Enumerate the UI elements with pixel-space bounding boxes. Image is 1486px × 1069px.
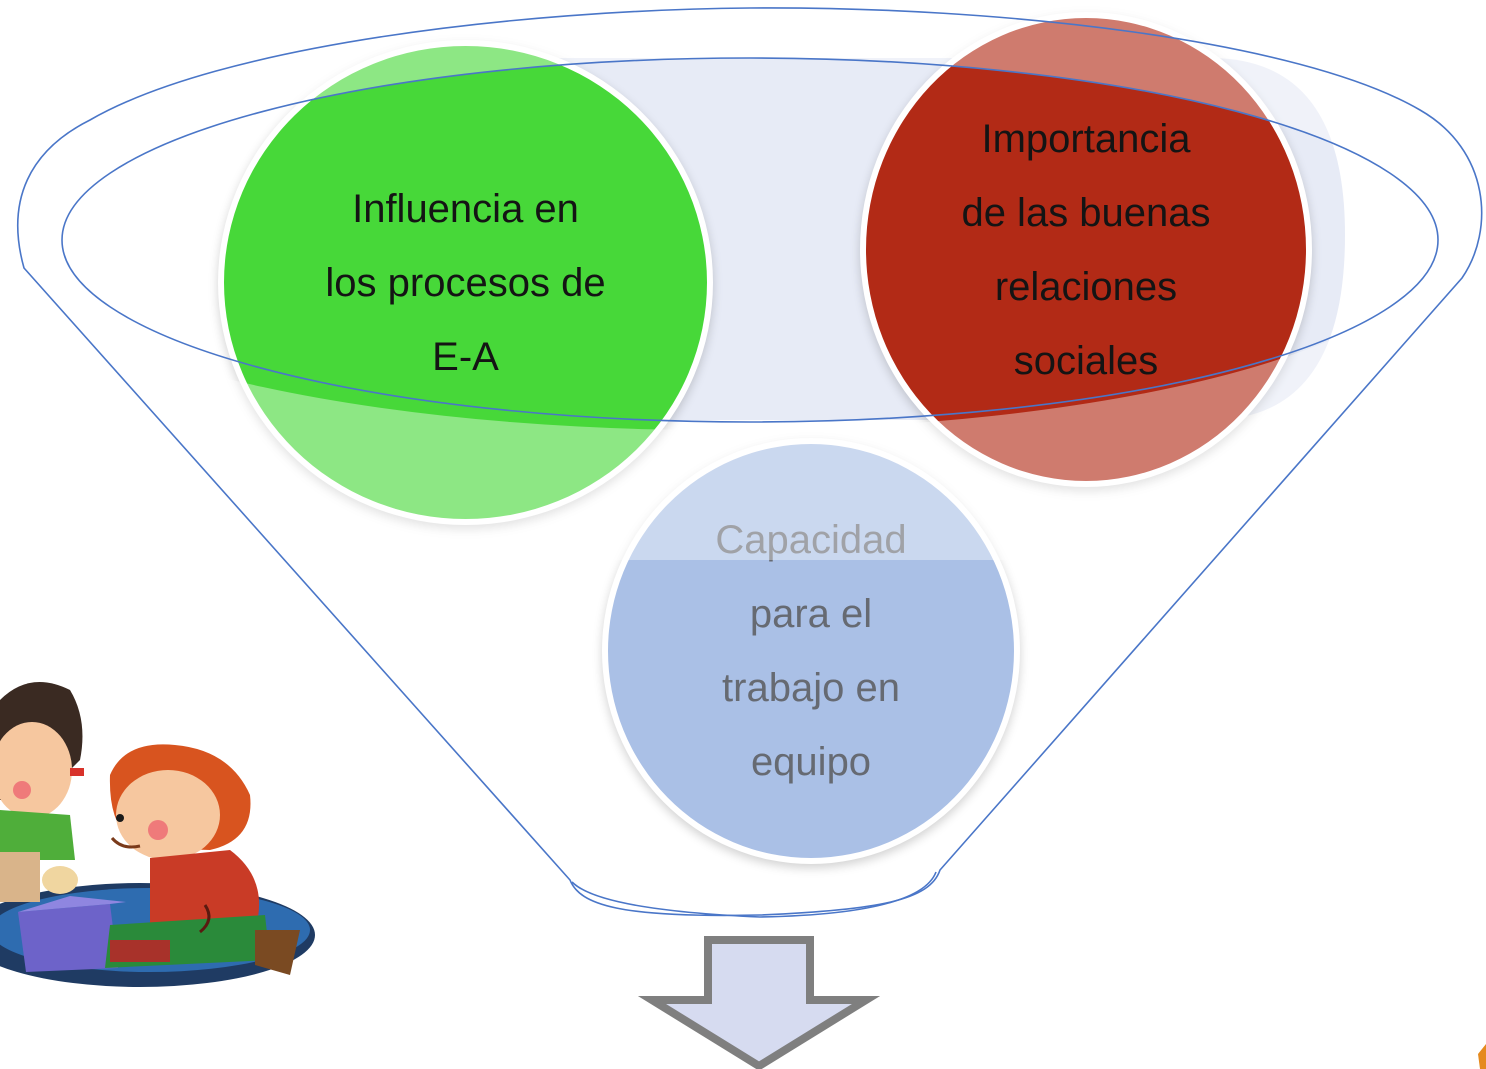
circle-capacidad-line-4: equipo [750,740,872,784]
circle-influencia-line-1: Influencia en [325,172,605,246]
circle-capacidad-line-2: para el [749,592,873,636]
circle-capacidad: Capacidad para el trabajo en equipo [602,438,1020,864]
down-arrow-icon [637,936,881,1069]
circle-influencia: Influencia en los procesos de E-A [218,40,713,525]
circle-influencia-line-3: E-A [325,320,605,394]
corner-mark [1478,1044,1486,1069]
circle-importancia: Importancia de las buenas relaciones soc… [860,12,1312,487]
funnel-inner-ellipse [61,57,1439,423]
fade-under-band [0,240,1486,560]
circle-importancia-line-4: sociales [961,324,1210,398]
band-wash-lower [62,58,1438,422]
fade-over-band [0,0,1486,240]
funnel-bottom-lip [571,871,937,918]
circle-importancia-line-3: relaciones [961,250,1210,324]
circle-capacidad-line-1: Capacidad [715,503,906,577]
funnel-outline [16,7,1483,917]
children-playing-blocks-icon [0,682,315,987]
circle-influencia-line-2: los procesos de [325,246,605,320]
circle-capacidad-line-3: trabajo en [722,666,900,710]
circle-importancia-line-2: de las buenas [961,176,1210,250]
circle-importancia-line-1: Importancia [961,102,1210,176]
